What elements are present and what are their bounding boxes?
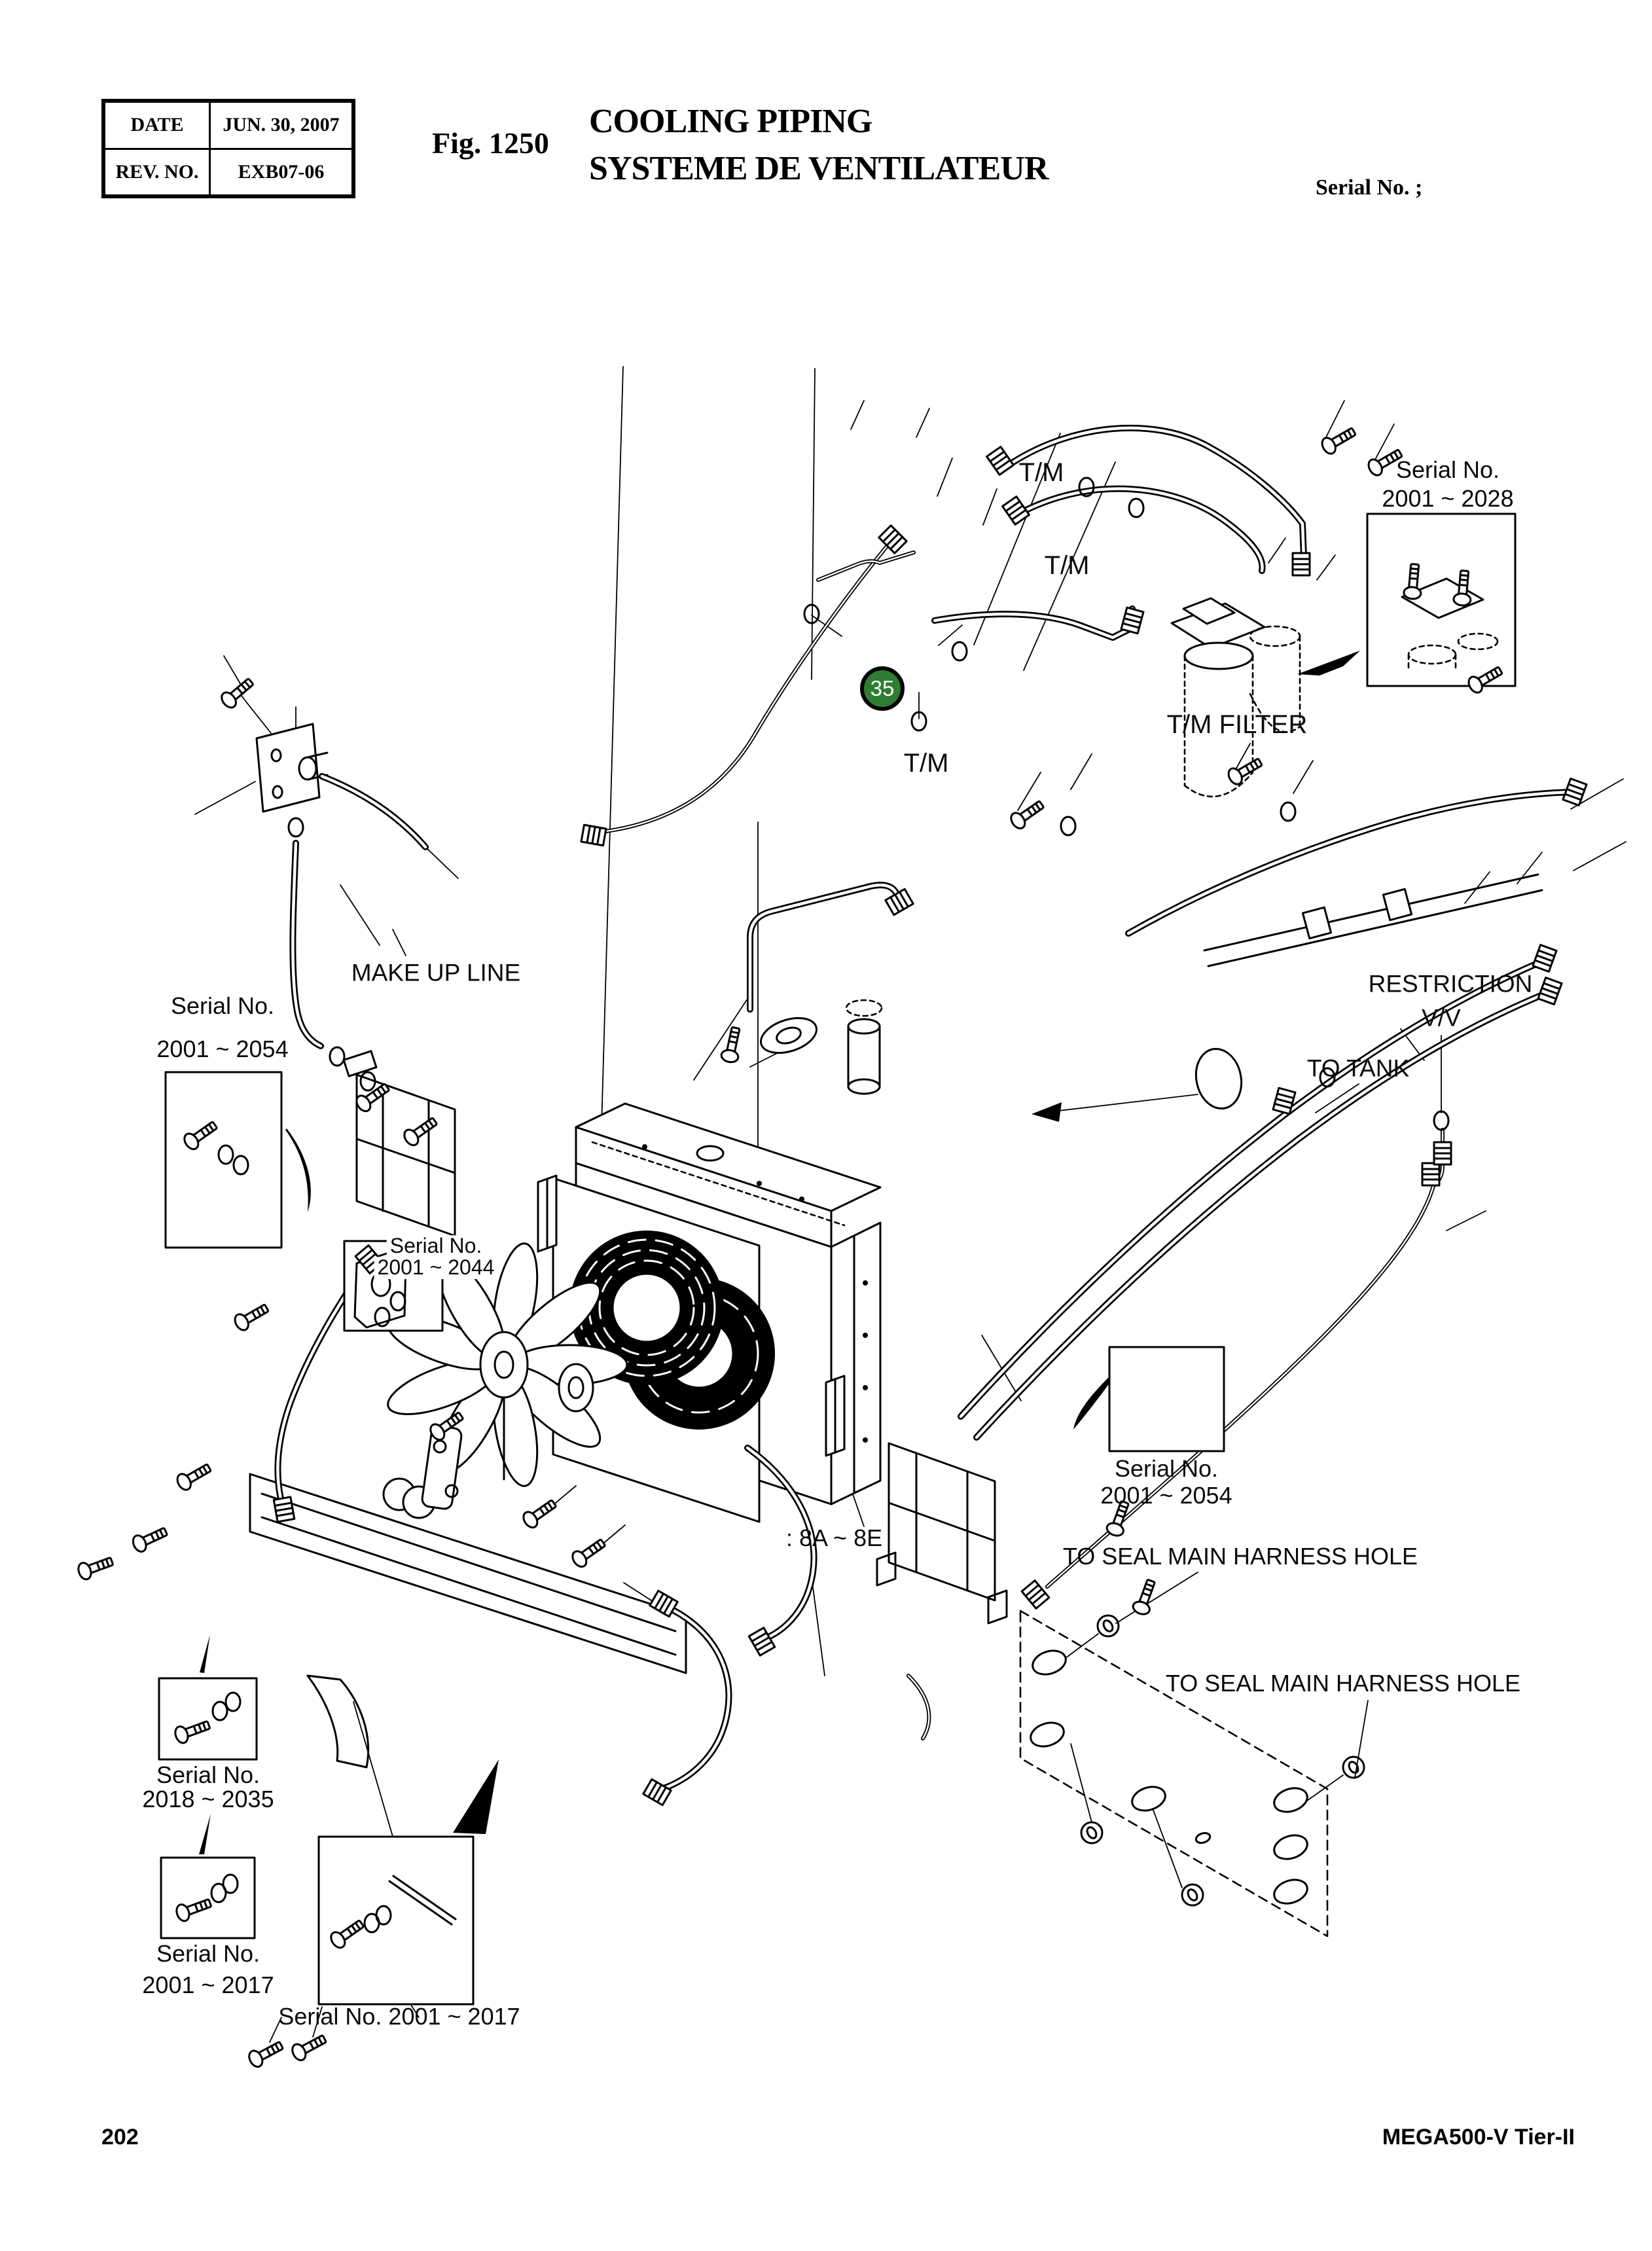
label-to-tank: TO TANK — [1306, 1054, 1410, 1082]
revision-no-value: EXB07-06 — [209, 147, 355, 198]
fan-assembly — [387, 1242, 628, 1487]
callout-serial-2001-2054-right-line1: Serial No. — [1114, 1455, 1219, 1483]
callout-serial-2018-2035-line1: Serial No. — [156, 1761, 260, 1789]
label-restriction: RESTRICTION — [1368, 970, 1533, 998]
title-french: SYSTEME DE VENTILATEUR — [589, 150, 1049, 187]
label-tm-3: T/M — [903, 749, 949, 778]
callout-serial-2001-2028-line1: Serial No. — [1395, 456, 1500, 484]
make-up-line-parts — [255, 723, 329, 813]
label-tm-2: T/M — [1044, 551, 1090, 580]
callout-serial-2018-2035-line2: 2018 ~ 2035 — [142, 1786, 274, 1813]
callout-serial-2001-2054-right-line2: 2001 ~ 2054 — [1100, 1482, 1232, 1509]
callout-serial-2001-2017-left-line1: Serial No. — [156, 1940, 260, 1968]
pointer-flags — [199, 651, 1360, 1854]
label-tm-1: T/M — [1018, 458, 1064, 487]
tm-filter-assembly — [1170, 597, 1301, 798]
callout-serial-2001-2054-left-line1: Serial No. — [170, 992, 275, 1020]
revision-date-value: JUN. 30, 2007 — [209, 99, 355, 150]
callout-serial-2001-2054-left-line2: 2001 ~ 2054 — [156, 1035, 289, 1063]
revision-no-label: REV. NO. — [102, 147, 211, 198]
callout-serial-2001-2017-bottom: Serial No. 2001 ~ 2017 — [278, 2003, 520, 2030]
serial-number-note: Serial No. ; — [1316, 175, 1423, 200]
callout-serial-2001-2044-line2: 2001 ~ 2044 — [374, 1257, 498, 1279]
label-tm-filter: T/M FILTER — [1166, 710, 1308, 739]
title-english: COOLING PIPING — [589, 103, 872, 140]
page-title: COOLING PIPING SYSTEME DE VENTILATEUR — [589, 98, 1049, 192]
callout-serial-2001-2028-line2: 2001 ~ 2028 — [1382, 485, 1514, 513]
callout-serial-2001-2044-line1: Serial No. — [386, 1235, 486, 1257]
model-name: MEGA500-V Tier-II — [1382, 2125, 1575, 2150]
radiator-assembly — [537, 1102, 882, 1523]
revision-table: DATE JUN. 30, 2007 REV. NO. EXB07-06 — [101, 99, 355, 198]
callout-serial-2001-2017-left-line2: 2001 ~ 2017 — [142, 1972, 274, 1999]
figure-number: Fig. 1250 — [432, 126, 549, 160]
label-to-seal-2: TO SEAL MAIN HARNESS HOLE — [1165, 1670, 1521, 1697]
label-vv: V/V — [1422, 1004, 1461, 1032]
label-ref-range: : 8A ~ 8E — [786, 1524, 883, 1552]
page-number: 202 — [101, 2125, 139, 2150]
part-balloon-35[interactable]: 35 — [860, 666, 905, 711]
label-make-up-line: MAKE UP LINE — [351, 959, 521, 986]
label-to-seal-1: TO SEAL MAIN HARNESS HOLE — [1062, 1543, 1418, 1570]
hoses-and-pipes — [274, 424, 1577, 1794]
revision-date-label: DATE — [102, 99, 211, 150]
harness-panel — [1019, 1610, 1329, 1937]
mounting-frames — [249, 1050, 1008, 1769]
callout-boxes — [158, 513, 1517, 2006]
